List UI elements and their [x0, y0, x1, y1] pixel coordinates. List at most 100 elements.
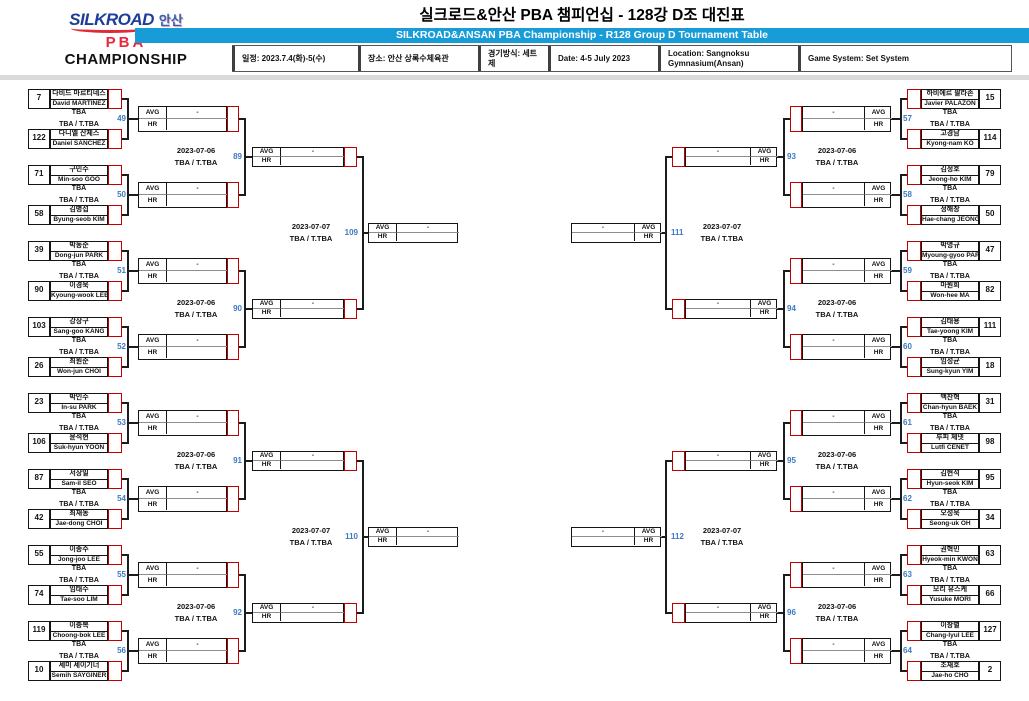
match-number: 50 — [117, 190, 126, 199]
bracket-line — [901, 214, 907, 216]
stat-label-hr: HR — [139, 650, 167, 662]
bracket-line — [901, 518, 907, 520]
info-cell-schedule: 일정: 2023.7.4(화)-5(수) — [232, 46, 358, 71]
stat-label-avg: AVG — [253, 452, 281, 461]
bracket-line — [122, 138, 128, 140]
bracket-line — [128, 118, 138, 120]
stat-label-avg: AVG — [139, 107, 167, 119]
stat-box: AVG-HR — [138, 334, 228, 360]
match-tba: TBA — [71, 337, 87, 344]
player-name-kr: 다니엘 산체스 — [51, 130, 107, 140]
match-number: 92 — [233, 608, 242, 617]
stat-value-avg: - — [572, 224, 634, 233]
event-info-row: 일정: 2023.7.4(화)-5(수) 장소: 안산 상록수체육관 경기방식:… — [232, 45, 1012, 72]
match-tba: TBA — [71, 261, 87, 268]
player-name-kr: 이충복 — [51, 622, 107, 632]
winner-connector-cell — [790, 106, 802, 132]
stat-box: AVG-HR — [368, 527, 459, 547]
stat-label-hr: HR — [253, 460, 281, 469]
stat-label-avg: AVG — [864, 411, 892, 423]
stat-box: AVG-HR — [138, 410, 228, 436]
player-name-kr: 오성욱 — [922, 510, 978, 520]
winner-connector-cell — [344, 603, 357, 623]
score-connector-cell — [907, 545, 921, 565]
player-name-en: Seong-uk OH — [929, 519, 971, 527]
bracket-line — [128, 194, 138, 196]
stat-value-avg: - — [167, 639, 228, 651]
winner-connector-cell — [344, 147, 357, 167]
bracket-line — [666, 460, 672, 462]
stat-label-hr: HR — [750, 308, 778, 317]
stat-label-hr: HR — [750, 460, 778, 469]
bracket-line — [900, 554, 902, 596]
bracket-line — [122, 554, 128, 556]
stat-value-avg: - — [803, 259, 864, 271]
match-number: 64 — [903, 646, 912, 655]
stat-value-avg: - — [167, 563, 228, 575]
match-number: 63 — [903, 570, 912, 579]
player-name-kr: 임성균 — [922, 358, 978, 368]
player-name-en: In-su PARK — [61, 403, 97, 411]
bracket-line — [901, 250, 907, 252]
bracket-line — [245, 156, 252, 158]
bracket-line — [901, 478, 907, 480]
match-tba: TBA — [942, 641, 958, 648]
bracket-line — [891, 270, 901, 272]
bracket-line — [783, 422, 785, 500]
winner-connector-cell — [790, 182, 802, 208]
bracket-line — [784, 498, 790, 500]
stat-value-hr — [803, 347, 864, 359]
stat-box: AVG-HR — [802, 638, 892, 664]
stat-label-avg: AVG — [139, 411, 167, 423]
score-connector-cell — [108, 509, 122, 529]
stat-value-hr — [803, 575, 864, 587]
stat-box: AVG-HR — [802, 106, 892, 132]
stat-label-avg: AVG — [864, 259, 892, 271]
bracket-line — [666, 308, 672, 310]
bracket-line — [245, 612, 252, 614]
match-tba-slot: TBA / T.TBA — [59, 425, 99, 432]
match-date: 2023-07-06 — [176, 146, 216, 155]
stat-label-hr: HR — [864, 270, 892, 282]
stat-label-avg: AVG — [369, 224, 397, 233]
stat-value-hr — [281, 461, 345, 470]
stat-value-hr — [572, 537, 634, 546]
bracket-line — [122, 630, 128, 632]
stat-box: AVG-HR — [571, 223, 662, 243]
winner-connector-cell — [672, 451, 685, 471]
seed-number: 7 — [28, 89, 50, 109]
match-tba: TBA — [942, 565, 958, 572]
match-number: 109 — [344, 228, 358, 237]
bracket-line — [900, 478, 902, 520]
match-tba-slot: TBA / T.TBA — [59, 273, 99, 280]
stat-box: AVG-HR — [138, 562, 228, 588]
score-connector-cell — [108, 661, 122, 681]
stat-label-hr: HR — [139, 118, 167, 130]
stat-value-avg: - — [281, 452, 345, 461]
match-slot: TBA / T.TBA — [174, 462, 218, 471]
stat-label-hr: HR — [750, 156, 778, 165]
stat-value-hr — [803, 423, 864, 435]
bracket-line — [122, 250, 128, 252]
bracket-line — [245, 460, 252, 462]
score-connector-cell — [907, 241, 921, 261]
match-slot: TBA / T.TBA — [815, 158, 859, 167]
stat-box: AVG-HR — [138, 638, 228, 664]
bracket-line — [901, 442, 907, 444]
stat-box: AVG-HR — [802, 562, 892, 588]
bracket-line — [128, 650, 138, 652]
stat-value-hr — [167, 575, 228, 587]
stat-box: AVG-HR — [685, 603, 778, 623]
player-name-kr: 조재호 — [922, 662, 978, 672]
score-connector-cell — [108, 205, 122, 225]
winner-connector-cell — [672, 603, 685, 623]
stat-label-avg: AVG — [139, 487, 167, 499]
match-tba: TBA — [942, 109, 958, 116]
